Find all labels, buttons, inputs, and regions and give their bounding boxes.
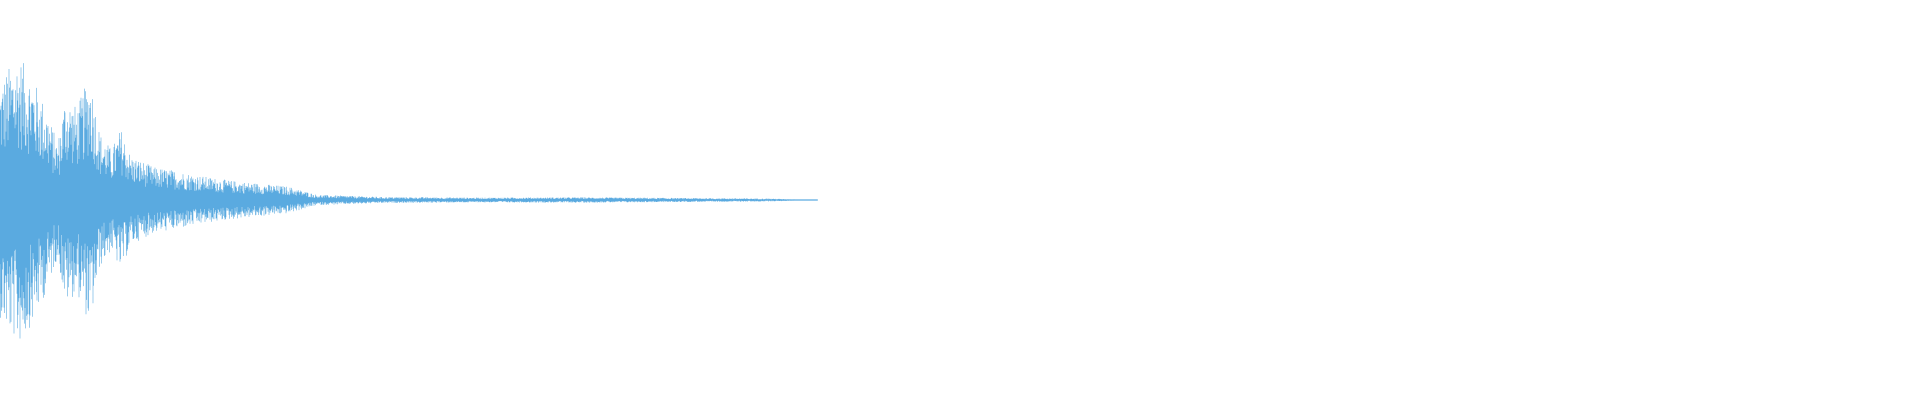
waveform-signal bbox=[0, 63, 818, 339]
